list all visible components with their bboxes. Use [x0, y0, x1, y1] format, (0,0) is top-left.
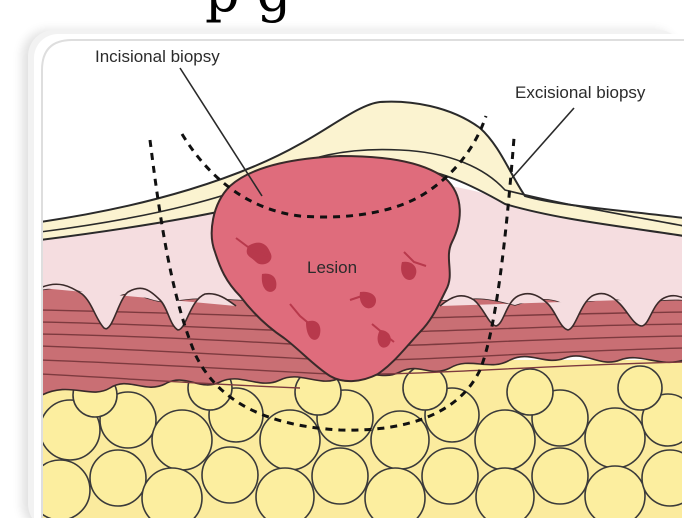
incisional-leader-line	[180, 68, 262, 196]
incisional-biopsy-label: Incisional biopsy	[95, 48, 220, 65]
lesion-label: Lesion	[307, 259, 357, 276]
excisional-biopsy-label: Excisional biopsy	[515, 84, 645, 101]
excisional-leader-line	[512, 108, 574, 178]
